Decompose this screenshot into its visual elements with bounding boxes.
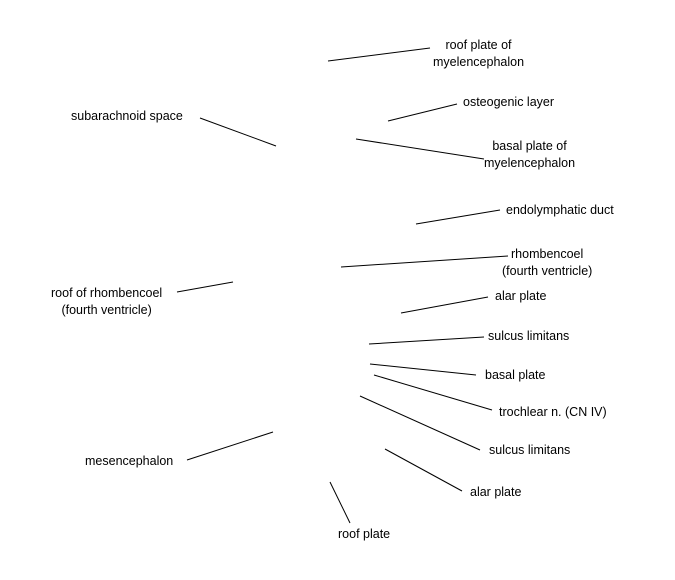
- leader-alar-plate-lower: [384, 448, 463, 492]
- leader-sulcus-limitans-lower: [359, 395, 481, 451]
- label-trochlear-nerve: trochlear n. (CN IV): [499, 405, 607, 419]
- label-endolymphatic-duct: endolymphatic duct: [506, 203, 614, 217]
- leader-roof-plate-myelencephalon: [327, 47, 431, 62]
- label-line-1: rhombencoel: [511, 247, 584, 261]
- label-mesencephalon: mesencephalon: [85, 454, 174, 468]
- label-basal-plate-of-myelencephalon: basal plate of myelencephalon: [484, 138, 575, 172]
- label-line-2: (fourth ventricle): [502, 264, 593, 278]
- leader-basal-plate: [369, 363, 477, 376]
- label-line-1: roof plate of: [445, 38, 512, 52]
- label-roof-plate-of-myelencephalon: roof plate of myelencephalon: [433, 37, 524, 71]
- label-subarachnoid-space: subarachnoid space: [71, 109, 183, 123]
- label-alar-plate-upper: alar plate: [495, 289, 547, 303]
- leader-osteogenic-layer: [387, 103, 458, 122]
- label-sulcus-limitans-lower: sulcus limitans: [489, 443, 571, 457]
- label-alar-plate-lower: alar plate: [470, 485, 522, 499]
- label-line-2: (fourth ventricle): [61, 303, 152, 317]
- label-line-2: myelencephalon: [433, 55, 525, 69]
- leader-endolymphatic-duct: [415, 209, 501, 225]
- leader-mesencephalon: [186, 431, 274, 461]
- label-roof-of-rhombencoel: roof of rhombencoel (fourth ventricle): [51, 285, 162, 319]
- label-roof-plate: roof plate: [338, 527, 391, 541]
- leader-sulcus-limitans-upper: [368, 336, 485, 345]
- leader-rhombencoel: [340, 255, 509, 268]
- leader-subarachnoid-space: [199, 117, 277, 147]
- leader-alar-plate-upper: [400, 296, 489, 314]
- leader-roof-plate: [329, 481, 351, 524]
- leader-roof-of-rhombencoel: [176, 281, 234, 293]
- label-basal-plate: basal plate: [485, 368, 546, 382]
- leader-basal-plate-myelencephalon: [355, 138, 485, 160]
- label-line-1: basal plate of: [492, 139, 567, 153]
- label-osteogenic-layer: osteogenic layer: [463, 95, 555, 109]
- label-sulcus-limitans-upper: sulcus limitans: [488, 329, 570, 343]
- label-line-1: roof of rhombencoel: [51, 286, 163, 300]
- label-line-2: myelencephalon: [484, 156, 576, 170]
- label-rhombencoel: rhombencoel (fourth ventricle): [502, 246, 592, 280]
- leader-trochlear-nerve: [373, 374, 493, 411]
